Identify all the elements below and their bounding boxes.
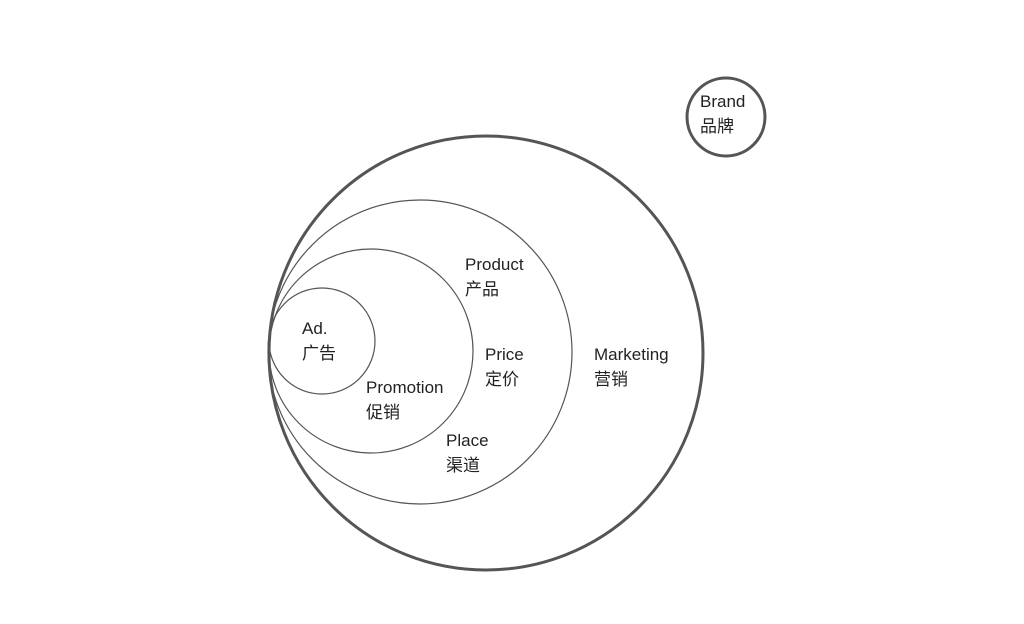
promotion-circle <box>268 248 474 454</box>
product-label: Product 产品 <box>465 252 524 302</box>
price-label: Price 定价 <box>485 342 524 392</box>
promotion-en: Promotion <box>366 378 444 397</box>
promotion-label: Promotion 促销 <box>366 375 443 425</box>
ad-zh: 广告 <box>302 344 336 363</box>
marketing-en: Marketing <box>594 345 669 364</box>
place-label: Place 渠道 <box>446 428 489 478</box>
place-zh: 渠道 <box>446 456 480 475</box>
product-en: Product <box>465 255 524 274</box>
brand-label: Brand 品牌 <box>700 89 745 139</box>
ad-circle <box>268 287 376 395</box>
brand-circle <box>685 76 767 158</box>
brand-zh: 品牌 <box>700 117 734 136</box>
brand-en: Brand <box>700 92 746 111</box>
ad-en: Ad. <box>302 319 328 338</box>
marketing-zh: 营销 <box>594 370 628 389</box>
marketing-label: Marketing 营销 <box>594 342 669 392</box>
four-p-circle <box>267 199 573 505</box>
product-zh: 产品 <box>465 280 499 299</box>
place-en: Place <box>446 431 489 450</box>
price-zh: 定价 <box>485 370 519 389</box>
ad-label: Ad. 广告 <box>302 316 336 366</box>
price-en: Price <box>485 345 524 364</box>
promotion-zh: 促销 <box>366 403 400 422</box>
